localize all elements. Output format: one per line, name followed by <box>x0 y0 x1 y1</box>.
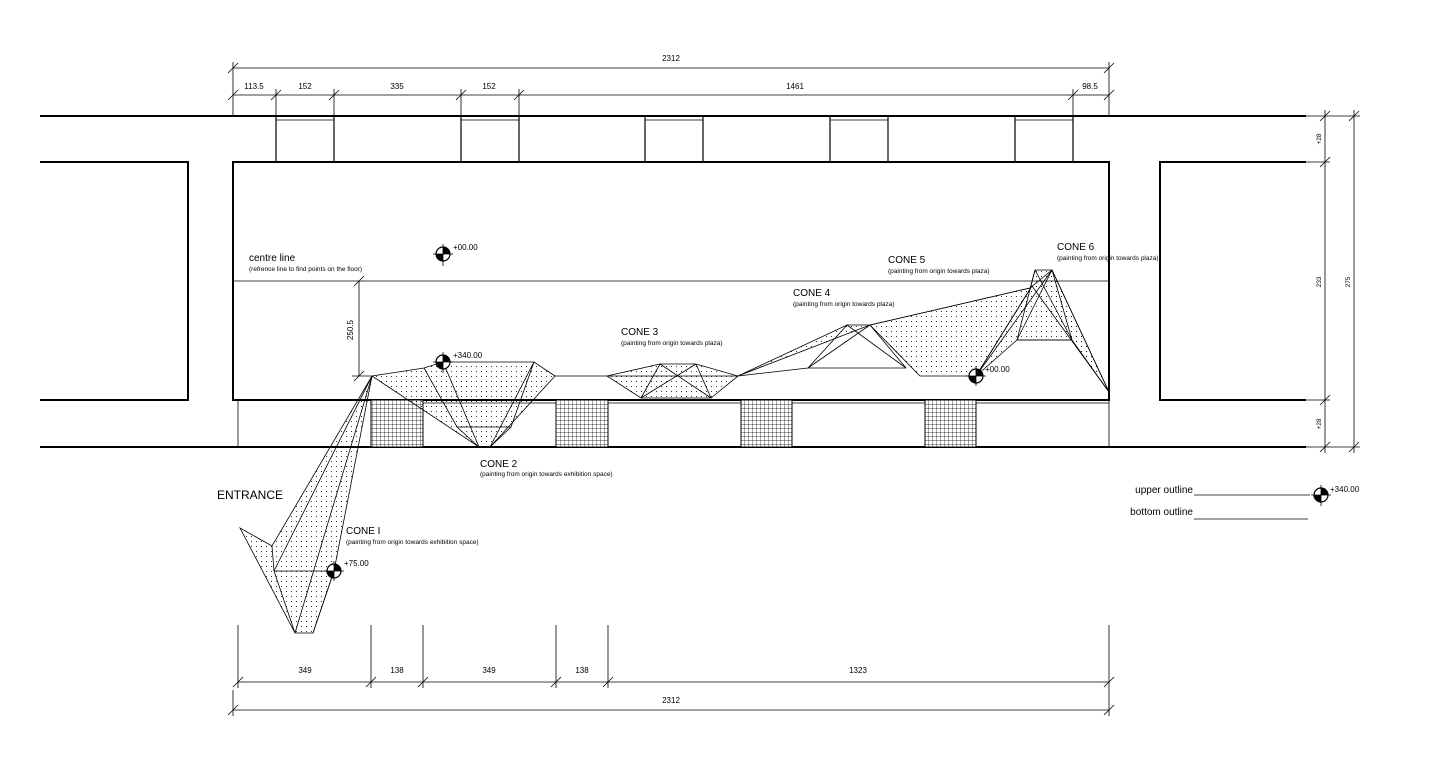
legend-upper-outline: upper outline <box>1135 485 1193 496</box>
dim-bottom-seg-1: 349 <box>298 666 312 675</box>
bottom-dimensions: 349 138 349 138 1323 2312 <box>227 625 1115 716</box>
cone1-title: CONE I <box>346 526 380 537</box>
dim-top-seg-5: 1461 <box>786 82 804 91</box>
top-dimensions: 2312 113.5 152 335 152 1461 98.5 <box>227 54 1115 116</box>
dim-right-total: 275 <box>1345 276 1352 287</box>
dim-top-seg-6: 98.5 <box>1082 82 1098 91</box>
building-outline <box>40 115 1306 448</box>
dim-bottom-seg-5: 1323 <box>849 666 867 675</box>
cone4-title: CONE 4 <box>793 288 831 299</box>
dim-right-middle: 233 <box>1316 276 1323 287</box>
dim-top-seg-2: 152 <box>298 82 312 91</box>
cone2-subtitle: (painting from origin towards exhibition… <box>480 471 613 478</box>
dim-right-small-top: +28 <box>1316 133 1323 144</box>
dim-bottom-seg-4: 138 <box>575 666 589 675</box>
cone3-title: CONE 3 <box>621 327 659 338</box>
dim-right-small-bottom: +28 <box>1316 418 1323 429</box>
level-marker-legend <box>1311 485 1331 506</box>
top-openings <box>275 115 1074 163</box>
dim-top-seg-4: 152 <box>482 82 496 91</box>
right-dimensions: +28 233 +28 275 <box>1306 110 1360 453</box>
dim-vertical-offset: 250.5 <box>346 319 355 340</box>
legend: upper outline bottom outline +340.00 <box>1130 485 1360 520</box>
dim-top-seg-1: 113.5 <box>244 82 264 91</box>
vertical-offset-dimension: 250.5 <box>346 275 372 382</box>
level-cone1: +75.00 <box>344 559 369 568</box>
centre-line-title: centre line <box>249 253 296 264</box>
cone5-title: CONE 5 <box>888 255 926 266</box>
dim-bottom-seg-2: 138 <box>390 666 404 675</box>
dim-bottom-total: 2312 <box>662 696 680 705</box>
cone2-title: CONE 2 <box>480 459 518 470</box>
dim-top-seg-3: 335 <box>390 82 404 91</box>
cone-5-6 <box>869 269 1110 393</box>
level-marker-cone2 <box>433 352 453 373</box>
level-cone5: +00.00 <box>985 365 1010 374</box>
cone-3 <box>555 363 739 399</box>
level-marker-origin <box>433 244 453 266</box>
cone6-title: CONE 6 <box>1057 242 1095 253</box>
entrance-label: ENTRANCE <box>217 488 283 502</box>
annotations: centre line (refrence line to find point… <box>217 242 1159 568</box>
centre-line-subtitle: (refrence line to find points on the flo… <box>249 266 362 273</box>
level-origin-top: +00.00 <box>453 243 478 252</box>
cone4-subtitle: (painting from origin towards plaza) <box>793 301 895 308</box>
legend-bottom-outline: bottom outline <box>1130 507 1193 518</box>
dim-bottom-seg-3: 349 <box>482 666 496 675</box>
dim-top-total: 2312 <box>662 54 680 63</box>
bottom-columns <box>370 399 977 448</box>
cone6-subtitle: (painting from origin towards plaza) <box>1057 255 1159 262</box>
cone5-subtitle: (painting from origin towards plaza) <box>888 268 990 275</box>
cone-1 <box>239 375 373 634</box>
cone3-subtitle: (painting from origin towards plaza) <box>621 340 723 347</box>
level-cone2: +340.00 <box>453 351 483 360</box>
legend-level: +340.00 <box>1330 485 1360 494</box>
level-marker-cone5 <box>966 366 986 386</box>
cone-2 <box>370 361 556 448</box>
level-marker-cone1 <box>324 561 344 581</box>
cone1-subtitle: (painting from origin towards exhibition… <box>346 539 479 546</box>
